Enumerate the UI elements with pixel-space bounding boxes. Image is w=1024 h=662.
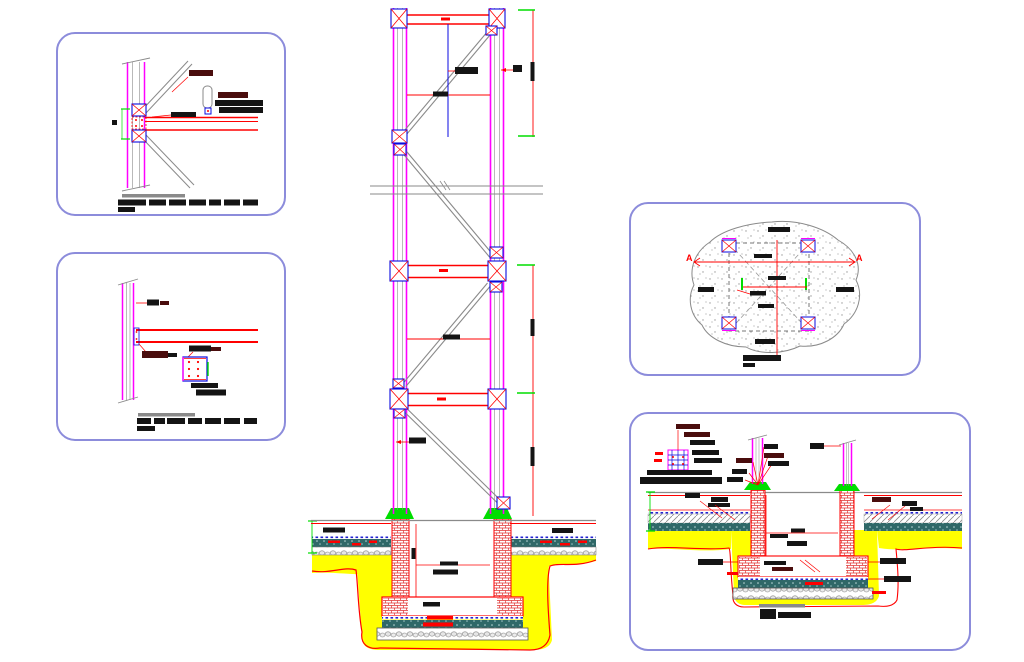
panel-border xyxy=(56,32,286,216)
footing xyxy=(698,555,911,600)
plan-annotations xyxy=(698,227,854,344)
bolted-plate-detail xyxy=(182,345,226,396)
tower-elevation xyxy=(308,8,597,651)
base-mound-left xyxy=(385,508,414,519)
joint-plates xyxy=(112,103,147,143)
base-mound-right xyxy=(834,484,860,491)
section-line: A A xyxy=(686,240,863,356)
pit-annotations xyxy=(765,495,838,556)
base-mound-right xyxy=(483,508,512,519)
title-block xyxy=(137,413,257,431)
panel-border xyxy=(56,252,286,441)
footing xyxy=(376,596,529,641)
break-lines xyxy=(370,180,543,195)
floor-slab-layers xyxy=(647,509,963,531)
panel-foundation-section xyxy=(629,412,971,651)
beam-lines xyxy=(145,116,258,131)
column-with-break-marks xyxy=(117,278,139,404)
panel-connection-detail-lower xyxy=(56,252,286,441)
corner-base-plates xyxy=(721,238,816,331)
annotation-leaders xyxy=(151,70,263,118)
brick-piers xyxy=(750,489,855,557)
tower-members xyxy=(407,14,490,407)
base-mound-left xyxy=(744,482,771,490)
pit-annotations xyxy=(411,524,490,597)
column-with-break-marks xyxy=(121,57,151,192)
brace-diagonals xyxy=(141,60,195,189)
section-marker-a-left: A xyxy=(686,253,693,263)
joint-plates xyxy=(389,8,511,510)
beam-label xyxy=(138,343,177,358)
section-marker-a-right: A xyxy=(856,253,863,263)
columns xyxy=(747,434,857,486)
bolt-detail xyxy=(640,424,722,484)
title-block xyxy=(743,355,781,367)
title-block xyxy=(759,604,811,619)
left-dim xyxy=(646,491,655,532)
panel-connection-detail-upper xyxy=(56,32,286,216)
tower-annotations xyxy=(396,65,522,444)
base-annotations xyxy=(727,443,841,486)
slab-annotations xyxy=(685,493,923,521)
panel-foundation-plan: A A xyxy=(629,202,921,376)
dimension-lines xyxy=(517,9,535,516)
beam-lines xyxy=(133,327,258,346)
floor-slab-layers xyxy=(308,520,597,556)
upper-leader xyxy=(136,299,169,306)
title-block xyxy=(118,194,258,212)
